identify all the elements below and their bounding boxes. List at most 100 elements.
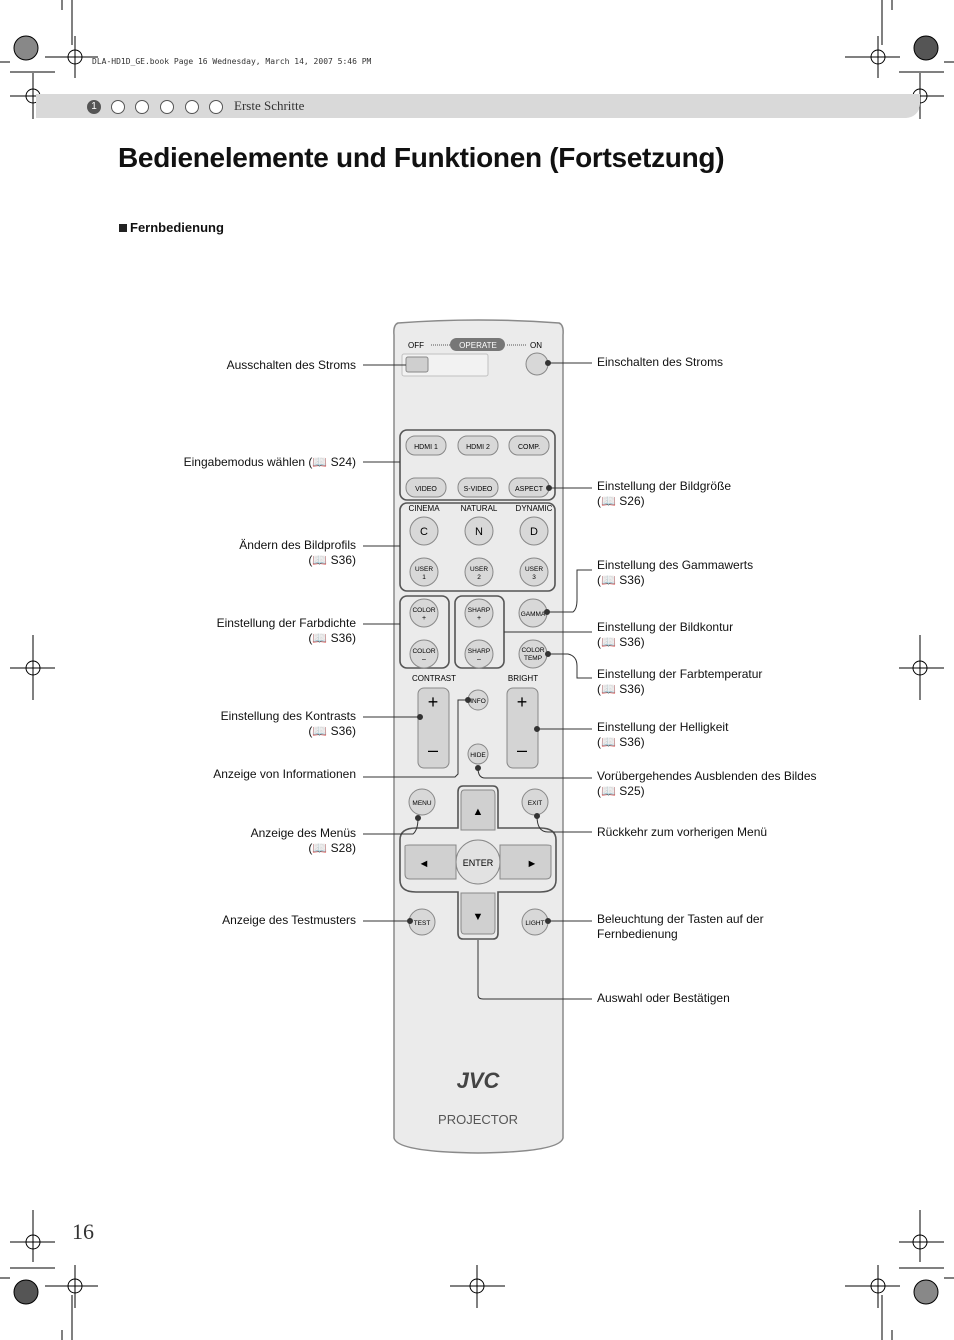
svg-text:HIDE: HIDE [470, 752, 486, 759]
right-button[interactable] [499, 844, 552, 880]
svg-text:+: + [422, 615, 426, 622]
enter-button[interactable] [455, 839, 501, 885]
bullet-square-icon [119, 224, 127, 232]
svg-text:–: – [517, 740, 527, 760]
dynamic-button[interactable]: D [519, 516, 549, 546]
svg-text:COLOR: COLOR [521, 647, 544, 654]
off-button[interactable] [405, 356, 429, 373]
aspect-button[interactable]: ASPECT [508, 477, 550, 498]
exit-button[interactable]: EXIT [521, 788, 549, 816]
test-button[interactable]: TEST [408, 908, 436, 936]
cinema-label: CINEMA [408, 504, 440, 513]
menu-button[interactable]: MENU [408, 788, 436, 816]
chapter-dot [160, 100, 174, 114]
file-info: DLA-HD1D_GE.book Page 16 Wednesday, Marc… [92, 57, 372, 66]
label-test-pattern: Anzeige des Testmusters [222, 913, 356, 927]
svg-text:N: N [475, 526, 483, 538]
subheading: Fernbedienung [119, 220, 224, 235]
hdmi2-button[interactable]: HDMI 2 [457, 435, 499, 456]
chapter-band [36, 94, 920, 118]
chapter-dot [111, 100, 125, 114]
page-title: Bedienelemente und Funktionen (Fortsetzu… [118, 142, 725, 173]
bright-label: BRIGHT [508, 674, 538, 683]
chapter-dot [135, 100, 149, 114]
svg-text:C: C [420, 526, 428, 538]
label-color-density: Einstellung der Farbdichte(📖 S36) [216, 616, 356, 645]
svg-text:USER: USER [525, 566, 543, 573]
color-minus-button[interactable]: COLOR– [409, 639, 439, 669]
svg-text:+: + [477, 615, 481, 622]
sharp-minus-button[interactable]: SHARP– [464, 639, 494, 669]
label-hide: Vorübergehendes Ausblenden des Bildes(📖 … [597, 769, 817, 798]
off-label: OFF [408, 341, 424, 350]
svg-text:–: – [428, 740, 438, 760]
label-sharpness: Einstellung der Bildkontur(📖 S36) [597, 620, 734, 649]
svg-text:–: – [422, 656, 426, 663]
callout-lines [363, 360, 592, 1000]
svideo-button[interactable]: S-VIDEO [457, 477, 499, 498]
contrast-rocker[interactable]: +– [417, 687, 450, 769]
down-arrow-icon: ▼ [473, 911, 484, 923]
left-button[interactable] [404, 844, 457, 880]
svg-text:HDMI 1: HDMI 1 [414, 444, 438, 451]
hdmi1-button[interactable]: HDMI 1 [405, 435, 447, 456]
up-button[interactable] [460, 789, 496, 831]
svg-text:EXIT: EXIT [528, 800, 542, 807]
bright-rocker[interactable]: +– [506, 687, 539, 769]
comp-button[interactable]: COMP. [508, 435, 550, 456]
svg-text:GAMMA: GAMMA [521, 611, 546, 618]
svg-text:3: 3 [532, 574, 536, 581]
label-exit: Rückkehr zum vorherigen Menü [597, 825, 768, 839]
natural-label: NATURAL [461, 504, 498, 513]
svg-text:INFO: INFO [470, 698, 486, 705]
label-power-on: Einschalten des Stroms [597, 355, 724, 369]
svg-text:+: + [428, 692, 439, 712]
svg-text:SHARP: SHARP [468, 607, 490, 614]
page-number: 16 [72, 1219, 94, 1244]
svg-text:USER: USER [470, 566, 488, 573]
dynamic-label: DYNAMIC [516, 504, 553, 513]
chapter-dot [209, 100, 223, 114]
subheading-text: Fernbedienung [130, 220, 224, 235]
chapter-dot-active: 1 [87, 100, 101, 114]
svg-text:HDMI 2: HDMI 2 [466, 444, 490, 451]
cinema-button[interactable]: C [409, 516, 439, 546]
label-picture-profile: Ändern des Bildprofils(📖 S36) [239, 538, 356, 567]
svg-text:TEST: TEST [414, 920, 431, 927]
label-select-enter: Auswahl oder Bestätigen [597, 991, 730, 1005]
operate-label: OPERATE [459, 341, 497, 350]
svg-text:COLOR: COLOR [412, 607, 435, 614]
svg-text:D: D [530, 526, 538, 538]
label-contrast: Einstellung des Kontrasts(📖 S36) [220, 709, 356, 738]
svg-text:MENU: MENU [412, 800, 431, 807]
label-brightness: Einstellung der Helligkeit(📖 S36) [597, 720, 729, 749]
light-button[interactable]: LIGHT [521, 908, 549, 936]
svg-text:COLOR: COLOR [412, 648, 435, 655]
label-info: Anzeige von Informationen [213, 767, 356, 781]
up-arrow-icon: ▲ [473, 806, 484, 818]
label-aspect: Einstellung der Bildgröße(📖 S26) [597, 479, 732, 508]
video-button[interactable]: VIDEO [405, 477, 447, 498]
sharp-plus-button[interactable]: SHARP+ [464, 598, 494, 628]
svg-text:+: + [517, 692, 528, 712]
gamma-button[interactable]: GAMMA [518, 598, 548, 628]
contrast-label: CONTRAST [412, 674, 456, 683]
label-gamma: Einstellung des Gammawerts(📖 S36) [597, 558, 754, 587]
label-color-temp: Einstellung der Farbtemperatur(📖 S36) [597, 667, 763, 696]
color-plus-button[interactable]: COLOR+ [409, 598, 439, 628]
section-label: Erste Schritte [234, 98, 305, 113]
svg-text:SHARP: SHARP [468, 648, 490, 655]
svg-text:2: 2 [477, 574, 481, 581]
natural-button[interactable]: N [464, 516, 494, 546]
enter-label: ENTER [463, 858, 494, 868]
on-button[interactable] [525, 352, 549, 376]
dpad: ▲ ▼ ◄ ► ENTER [404, 789, 552, 935]
down-button[interactable] [460, 892, 496, 935]
hide-button[interactable]: HIDE [467, 743, 489, 765]
svg-text:COMP.: COMP. [518, 444, 540, 451]
